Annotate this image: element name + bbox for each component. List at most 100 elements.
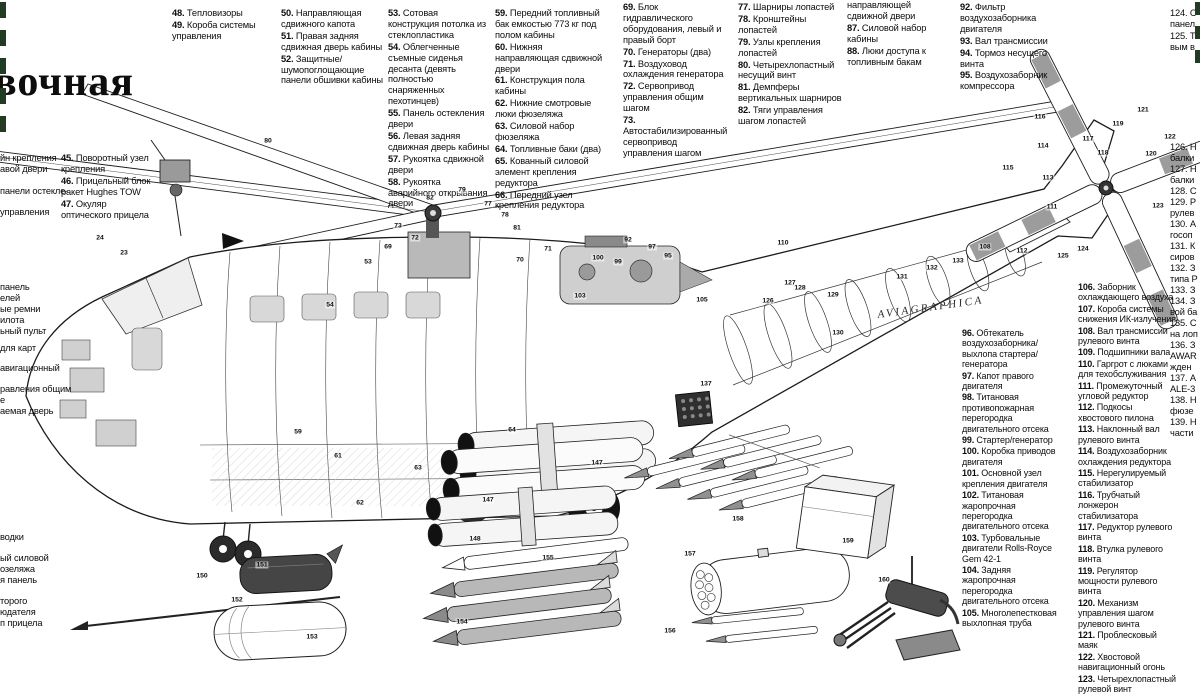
- legend-fragment-line: панел: [1170, 19, 1195, 29]
- legend-item: 46. Прицельный блок ракет Hughes TOW: [61, 175, 151, 197]
- callout-number: 70: [515, 256, 525, 264]
- legend-fragment-line: 133. З: [1170, 285, 1196, 295]
- callout-number: 81: [512, 224, 522, 232]
- legend-item: 111. Промежуточный угловой редуктор: [1078, 380, 1163, 402]
- legend-fragment-line: ьный пульт: [0, 326, 47, 336]
- legend-fragment-line: панели остекле-: [0, 186, 69, 196]
- callout-number: 126: [761, 297, 775, 305]
- helicopter-cutaway-illustration: AVIAGRAPHICA: [0, 48, 1200, 661]
- callout-number: 115: [1001, 164, 1015, 172]
- troop-seats: [131, 291, 441, 371]
- legend-fragment-line: части: [1170, 428, 1194, 438]
- page-edge-mark: [0, 30, 6, 46]
- legend-item: 64. Топливные баки (два): [495, 143, 601, 154]
- legend-item: 120. Механизм управления шагом рулевого …: [1078, 597, 1154, 629]
- legend-fragment-line: юдателя: [0, 607, 36, 617]
- callout-number: 78: [500, 211, 510, 219]
- legend-item: 99. Стартер/генератор: [962, 435, 1053, 446]
- legend-item: 82. Тяги управления шагом лопастей: [738, 105, 823, 127]
- legend-item: 94. Тормоз несущего винта: [960, 47, 1047, 69]
- legend-item: 57. Рукоятка сдвижной двери: [388, 153, 484, 175]
- legend-fragment-line: ALE-3: [1170, 384, 1196, 394]
- legend-fragment-line: 131. К: [1170, 241, 1196, 251]
- legend-item: 71. Воздуховод охлаждения генератора: [623, 58, 724, 80]
- callout-number: 129: [826, 291, 840, 299]
- windshield: [101, 257, 203, 335]
- legend-fragment-line: илота: [0, 315, 25, 325]
- ir-suppressor-box: [674, 390, 714, 428]
- legend-fragment-line: авой двери: [0, 164, 48, 174]
- legend-fragment-line: вым в: [1170, 42, 1195, 52]
- callout-number: 97: [647, 243, 657, 251]
- legend-fragment-line: типа Р: [1170, 274, 1198, 284]
- rocket-cluster: [624, 424, 853, 511]
- legend-item: 62. Нижние смотровые люки фюзеляжа: [495, 98, 592, 120]
- callout-number: 152: [230, 596, 244, 604]
- legend-fragment-line: 127. Н: [1170, 164, 1197, 174]
- legend-fragment-line: AWAR: [1170, 351, 1197, 361]
- callout-number: 64: [507, 426, 517, 434]
- legend-item: 93. Вал трансмиссии: [960, 35, 1048, 46]
- callout-number: 127: [783, 279, 797, 287]
- exhaust-pipe: [679, 261, 713, 293]
- legend-fragment-line: балки: [1170, 175, 1195, 185]
- callout-number: 117: [1081, 135, 1095, 143]
- legend-item: 87. Силовой набор кабины: [847, 22, 927, 44]
- callout-number: 155: [541, 554, 555, 562]
- legend-fragment-line: жден: [1170, 362, 1192, 372]
- callout-number: 154: [455, 618, 469, 626]
- callout-number: 118: [1096, 149, 1110, 157]
- callout-number: 125: [1056, 252, 1070, 260]
- nose-probe: [70, 596, 341, 630]
- legend-fragment-line: 137. А: [1170, 373, 1196, 383]
- callout-number: 54: [325, 301, 335, 309]
- legend-item: 95. Воздухозаборник компрессора: [960, 70, 1048, 92]
- callout-number: 92: [623, 236, 633, 244]
- callout-number: 150: [195, 572, 209, 580]
- callout-number: 77: [483, 200, 493, 208]
- legend-fragment-line: 139. Н: [1170, 417, 1197, 427]
- callout-number: 23: [119, 249, 129, 257]
- callout-number: 128: [793, 284, 807, 292]
- page-edge-mark: [0, 116, 6, 132]
- callout-number: 71: [543, 245, 553, 253]
- callout-number: 133: [951, 257, 965, 265]
- callout-number: 153: [305, 633, 319, 641]
- legend-item: направляющей сдвижной двери: [847, 0, 916, 21]
- legend-fragment-line: 134. З: [1170, 296, 1196, 306]
- legend-item: 52. Защитные/шумопоглощающие панели обши…: [281, 53, 383, 86]
- callout-number: 122: [1163, 133, 1177, 141]
- legend-fragment-line: торого: [0, 596, 28, 606]
- legend-item: 118. Втулка рулевого винта: [1078, 543, 1163, 565]
- page-edge-mark: [0, 88, 6, 104]
- legend-item: 109. Подшипники вала: [1078, 347, 1171, 358]
- legend-item: 121. Проблесковый маяк: [1078, 630, 1157, 651]
- callout-number: 53: [363, 258, 373, 266]
- callout-number: 79: [457, 186, 467, 194]
- legend-item: 70. Генераторы (два): [623, 46, 711, 57]
- legend-fragment-line: е: [0, 395, 6, 405]
- main-gearbox: [407, 231, 471, 279]
- legend-fragment-line: для карт: [0, 343, 36, 353]
- legend-fragment-line: управления: [0, 207, 50, 217]
- legend-fragment-line: 132. З: [1170, 263, 1196, 273]
- legend-column-96-105: 96. Обтекатель воздухозаборника/выхлопа …: [962, 328, 1066, 629]
- legend-fragment-line: балки: [1170, 153, 1195, 163]
- callout-number: 82: [425, 194, 435, 202]
- page-title-fragment: вочная: [0, 59, 134, 105]
- callout-number: 156: [663, 627, 677, 635]
- legend-item: 48. Тепловизоры: [172, 8, 243, 18]
- legend-fragment-line: елей: [0, 293, 21, 303]
- page-edge-mark: [1195, 50, 1200, 63]
- callout-number: 147: [481, 496, 495, 504]
- callout-number: 61: [333, 452, 343, 460]
- legend-fragment-line: я панель: [0, 575, 37, 585]
- legend-fragment-line: 125. Т: [1170, 31, 1196, 41]
- callout-number: 63: [413, 464, 423, 472]
